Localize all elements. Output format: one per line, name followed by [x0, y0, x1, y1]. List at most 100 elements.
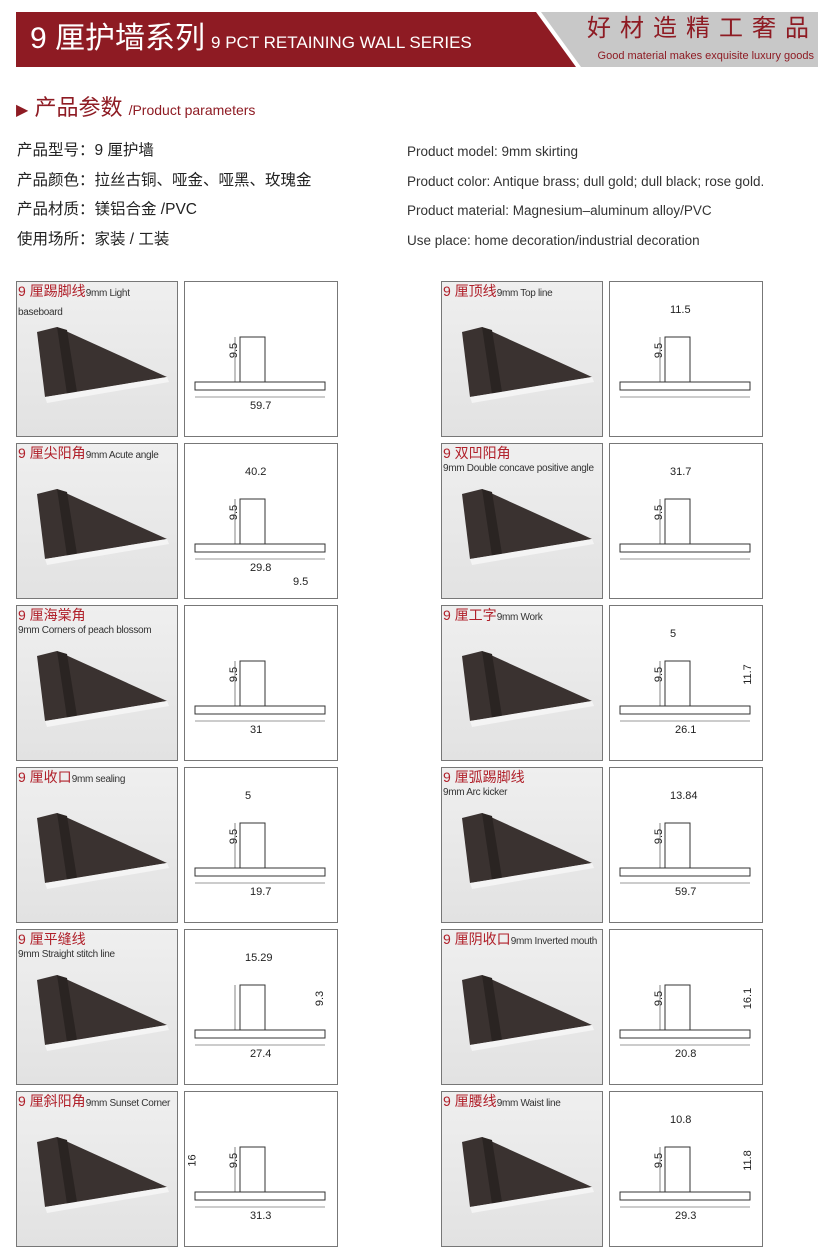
param-cn: 使用场所：家装 / 工装: [17, 230, 170, 248]
dimension-bottom: 59.7: [250, 400, 272, 412]
dimension-left: 16: [186, 1154, 199, 1167]
profile-render: [37, 1137, 169, 1213]
product-photo: 9 厘腰线9mm Waist line: [441, 1091, 603, 1247]
profile-render: [462, 651, 594, 727]
profile-drawing: 5 9.5 19.7: [184, 767, 338, 923]
slogan-en: Good material makes exquisite luxury goo…: [597, 50, 814, 62]
dimension-bottom: 20.8: [675, 1048, 697, 1060]
dimension-bottom-right: 9.5: [293, 576, 309, 588]
dimension-right: 16.1: [742, 987, 755, 1010]
dimension-top: 15.29: [245, 952, 273, 964]
profile-outline: [619, 1146, 751, 1208]
profile-render: [37, 813, 169, 889]
profile-drawing: 9.5 59.7: [184, 281, 338, 437]
param-cn: 产品颜色：拉丝古铜、哑金、哑黑、玫瑰金: [17, 171, 312, 189]
product-title: 9 厘斜阳角9mm Sunset Corner: [18, 1093, 171, 1109]
dimension-v: 9.5: [653, 828, 666, 845]
dimension-top: 5: [670, 628, 677, 640]
product-photo: 9 厘工字9mm Work: [441, 605, 603, 761]
profile-render: [37, 327, 169, 403]
dimension-bottom: 27.4: [250, 1048, 272, 1060]
product-photo: 9 厘斜阳角9mm Sunset Corner: [16, 1091, 178, 1247]
section-title: ▶ 产品参数 /Product parameters: [16, 95, 256, 120]
profile-render: [462, 975, 594, 1051]
profile-render: [462, 489, 594, 565]
dimension-v: 9.5: [228, 504, 241, 521]
profile-drawing: 9.5 16.1 20.8: [609, 929, 763, 1085]
profile-drawing: 13.84 9.5 59.7: [609, 767, 763, 923]
profile-render: [462, 813, 594, 889]
profile-render: [37, 651, 169, 727]
profile-outline: [194, 822, 326, 884]
profile-outline: [619, 660, 751, 722]
dimension-v: 9.5: [228, 1152, 241, 1169]
dimension-bottom: 31.3: [250, 1210, 272, 1222]
banner-background: [16, 12, 818, 67]
profile-render: [37, 489, 169, 565]
dimension-v: 9.5: [228, 828, 241, 845]
dimension-v: 9.5: [653, 504, 666, 521]
product-title: 9 厘顶线9mm Top line: [443, 283, 553, 299]
product-photo: 9 厘阴收口9mm Inverted mouth: [441, 929, 603, 1085]
profile-drawing: 9.5 31: [184, 605, 338, 761]
dimension-right: 11.8: [741, 1150, 754, 1171]
dimension-v: 9.5: [228, 342, 241, 359]
profile-outline: [619, 498, 751, 560]
product-title: 9 厘尖阳角9mm Acute angle: [18, 445, 159, 461]
product-photo: 9 厘踢脚线9mm Light baseboard: [16, 281, 178, 437]
product-title: 9 厘工字9mm Work: [443, 607, 543, 623]
param-en: Product material: Magnesium–aluminum all…: [407, 203, 712, 218]
product-title: 9 厘收口9mm sealing: [18, 769, 126, 785]
profile-outline: [619, 336, 751, 398]
dimension-top: 5: [245, 790, 252, 802]
product-title: 9 厘腰线9mm Waist line: [443, 1093, 561, 1109]
dimension-top: 13.84: [670, 790, 698, 802]
dimension-bottom: 59.7: [675, 886, 697, 898]
profile-drawing: 40.2 9.5 29.8 9.5: [184, 443, 338, 599]
product-title: 9 厘阴收口9mm Inverted mouth: [443, 931, 597, 947]
dimension-v: 9.5: [653, 1152, 666, 1169]
dimension-top: 11.5: [670, 304, 691, 316]
profile-render: [37, 975, 169, 1051]
profile-drawing: 15.29 9.3 27.4: [184, 929, 338, 1085]
profile-outline: [619, 822, 751, 884]
product-photo: 9 厘顶线9mm Top line: [441, 281, 603, 437]
dimension-v: 9.5: [653, 666, 666, 683]
product-photo: 9 厘尖阳角9mm Acute angle: [16, 443, 178, 599]
triangle-icon: ▶: [16, 102, 29, 119]
slogan-cn: 好材造精工奢品: [587, 15, 818, 42]
dimension-bottom: 29.3: [675, 1210, 697, 1222]
product-title: 9 厘踢脚线9mm Light baseboard: [18, 283, 130, 318]
param-en: Use place: home decoration/industrial de…: [407, 232, 700, 248]
dimension-right: 9.3: [314, 990, 327, 1007]
profile-render: [462, 1137, 594, 1213]
dimension-v: 9.5: [653, 990, 666, 1007]
param-cn: 产品材质：镁铝合金 /PVC: [17, 201, 197, 218]
profile-drawing: 5 9.5 11.7 26.1: [609, 605, 763, 761]
dimension-v: 9.5: [653, 342, 666, 359]
param-en: Product model: 9mm skirting: [407, 144, 579, 159]
dimension-bottom: 31: [250, 724, 263, 736]
profile-outline: [619, 984, 751, 1046]
profile-outline: [194, 660, 326, 722]
product-photo: 9 厘收口9mm sealing: [16, 767, 178, 923]
profile-drawing: 16 9.5 31.3: [184, 1091, 338, 1247]
dimension-bottom: 29.8: [250, 562, 272, 574]
dimension-top: 40.2: [245, 466, 267, 478]
profile-drawing: 11.5 9.5: [609, 281, 763, 437]
dimension-bottom: 19.7: [250, 886, 272, 898]
param-cn: 产品型号：9 厘护墙: [17, 142, 154, 159]
dimension-v: 9.5: [228, 666, 241, 683]
profile-outline: [194, 984, 326, 1046]
dimension-right: 11.7: [741, 664, 754, 685]
dimension-bottom: 26.1: [675, 724, 697, 736]
